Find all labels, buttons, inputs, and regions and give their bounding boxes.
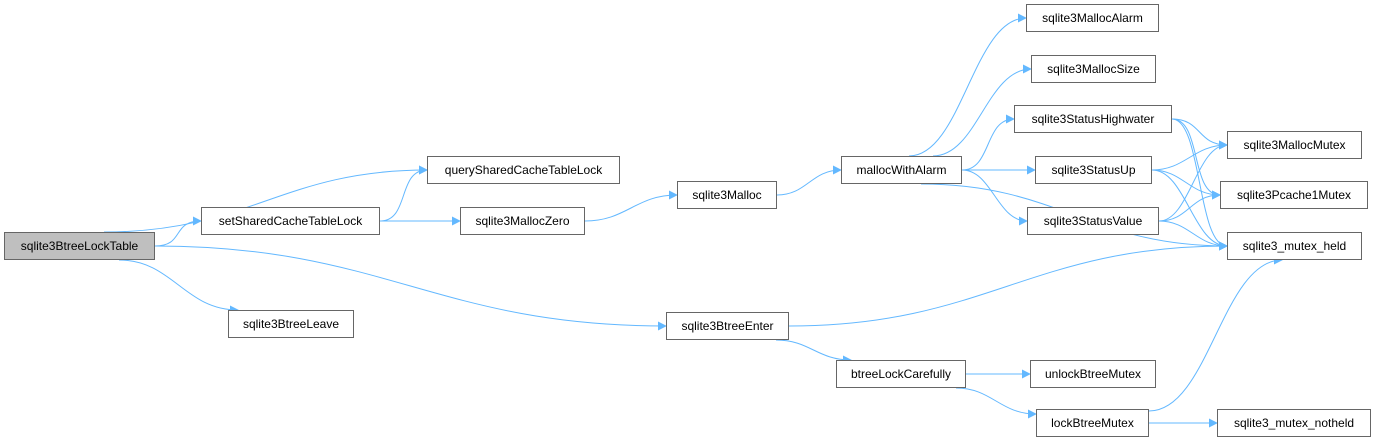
node-sqlite3-status-highwater[interactable]: sqlite3StatusHighwater <box>1014 105 1172 133</box>
edge-sqlite3-btree-lock-table-to-sqlite3-btree-enter <box>154 245 667 331</box>
edge-sqlite3-status-highwater-to-sqlite3-mutex-held <box>1171 118 1228 251</box>
node-sqlite3-btree-enter[interactable]: sqlite3BtreeEnter <box>666 312 789 340</box>
node-sqlite3-pcache1-mutex[interactable]: sqlite3Pcache1Mutex <box>1220 181 1368 209</box>
node-sqlite3-malloc-alarm[interactable]: sqlite3MallocAlarm <box>1026 4 1159 32</box>
edge-sqlite3-status-up-to-sqlite3-malloc-mutex <box>1151 140 1228 171</box>
edge-malloc-with-alarm-to-sqlite3-status-value <box>961 169 1028 226</box>
edge-lock-btree-mutex-to-sqlite3-mutex-held <box>1148 255 1283 412</box>
edge-malloc-with-alarm-to-sqlite3-status-highwater <box>961 114 1015 171</box>
node-sqlite3-status-up[interactable]: sqlite3StatusUp <box>1035 156 1152 184</box>
node-sqlite3-malloc-mutex[interactable]: sqlite3MallocMutex <box>1227 131 1362 159</box>
node-sqlite3-btree-lock-table: sqlite3BtreeLockTable <box>4 232 155 260</box>
node-malloc-with-alarm[interactable]: mallocWithAlarm <box>841 156 962 184</box>
edge-sqlite3-btree-lock-table-to-sqlite3-btree-leave <box>118 259 239 315</box>
edge-set-shared-cache-table-lock-to-query-shared-cache-table-lock <box>379 165 428 222</box>
node-query-shared-cache-table-lock[interactable]: querySharedCacheTableLock <box>427 156 620 184</box>
edge-sqlite3-status-value-to-sqlite3-malloc-mutex <box>1158 140 1228 222</box>
node-sqlite3-btree-leave[interactable]: sqlite3BtreeLeave <box>228 310 354 338</box>
edge-sqlite3-status-value-to-sqlite3-mutex-held <box>1158 220 1228 251</box>
edge-malloc-with-alarm-to-sqlite3-malloc-alarm <box>908 13 1027 157</box>
node-set-shared-cache-table-lock[interactable]: setSharedCacheTableLock <box>201 207 380 235</box>
node-sqlite3-mutex-notheld[interactable]: sqlite3_mutex_notheld <box>1217 409 1371 437</box>
node-sqlite3-mutex-held[interactable]: sqlite3_mutex_held <box>1227 232 1362 260</box>
edge-sqlite3-malloc-to-malloc-with-alarm <box>776 165 842 196</box>
edge-sqlite3-btree-enter-to-sqlite3-mutex-held <box>788 241 1228 327</box>
edge-sqlite3-btree-lock-table-to-set-shared-cache-table-lock <box>154 216 202 247</box>
node-sqlite3-malloc-zero[interactable]: sqlite3MallocZero <box>460 207 585 235</box>
edge-malloc-with-alarm-to-sqlite3-malloc-size <box>932 64 1032 157</box>
edge-btree-lock-carefully-to-lock-btree-mutex <box>955 387 1037 419</box>
edge-sqlite3-malloc-zero-to-sqlite3-malloc <box>584 190 678 222</box>
node-sqlite3-malloc[interactable]: sqlite3Malloc <box>677 181 777 209</box>
node-lock-btree-mutex[interactable]: lockBtreeMutex <box>1036 409 1149 437</box>
edge-sqlite3-status-up-to-sqlite3-pcache1-mutex <box>1151 169 1221 200</box>
edge-sqlite3-status-highwater-to-sqlite3-pcache1-mutex <box>1171 118 1221 200</box>
edge-sqlite3-btree-enter-to-btree-lock-carefully <box>775 339 852 365</box>
node-sqlite3-status-value[interactable]: sqlite3StatusValue <box>1027 207 1159 235</box>
node-btree-lock-carefully[interactable]: btreeLockCarefully <box>836 360 966 388</box>
edge-sqlite3-btree-lock-table-to-query-shared-cache-table-lock <box>103 165 428 233</box>
node-sqlite3-malloc-size[interactable]: sqlite3MallocSize <box>1031 55 1156 83</box>
edge-sqlite3-status-value-to-sqlite3-pcache1-mutex <box>1158 190 1221 222</box>
node-unlock-btree-mutex[interactable]: unlockBtreeMutex <box>1030 360 1156 388</box>
